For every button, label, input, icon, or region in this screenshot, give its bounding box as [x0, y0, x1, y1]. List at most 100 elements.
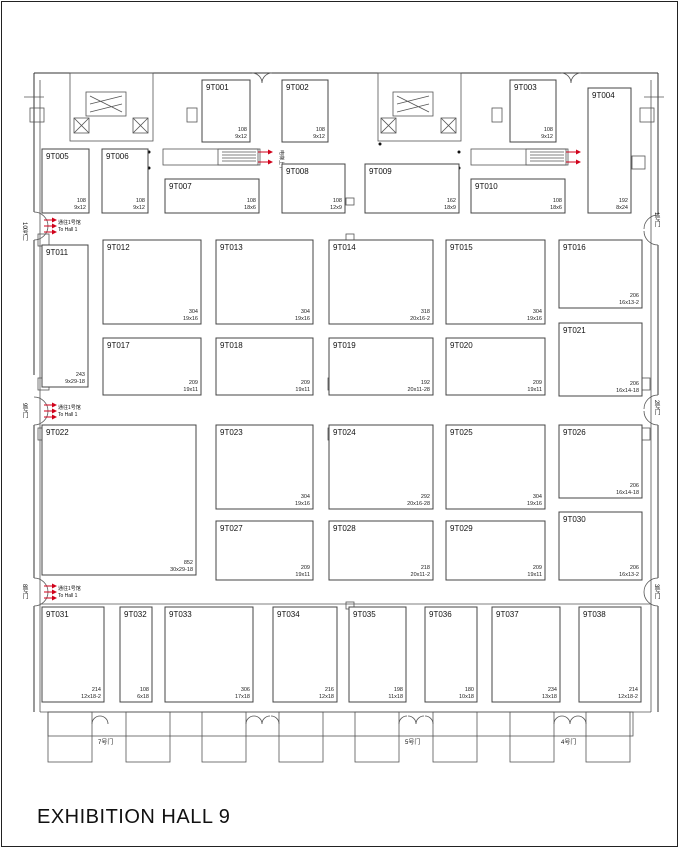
booth-outline	[41, 424, 197, 576]
booth-area: 214	[629, 687, 638, 693]
booth-dimensions: 17x18	[235, 694, 250, 700]
booth-id: 9T036	[429, 610, 452, 619]
booth-dimensions: 20x11-2	[411, 572, 430, 578]
gate-4-label: 4号门	[561, 738, 576, 746]
booth-dimensions: 12x18-2	[618, 694, 638, 700]
booth-dimensions: 19x16	[295, 316, 310, 322]
booth-area: 162	[447, 198, 456, 204]
booth-dimensions: 12x9	[330, 205, 342, 211]
booth-area: 108	[238, 127, 247, 133]
booth-outline	[491, 606, 561, 703]
escalator-label-1: 电梯上下	[278, 150, 285, 170]
booth-id: 9T019	[333, 341, 356, 350]
booth-dimensions: 11x18	[388, 694, 403, 700]
booth-dimensions: 10x18	[459, 694, 474, 700]
booth-area: 192	[619, 198, 628, 204]
booth-area: 852	[184, 560, 193, 566]
booth-outline	[101, 148, 149, 214]
booth-dimensions: 9x12	[74, 205, 86, 211]
booth-id: 9T029	[450, 524, 473, 533]
booth-area: 108	[316, 127, 325, 133]
booth-outline	[424, 606, 478, 703]
booth-id: 9T017	[107, 341, 130, 350]
gate-10-label: 10号门	[21, 222, 28, 242]
booth-outline	[328, 337, 434, 396]
to-hall-en-2: To Hall 1	[58, 412, 78, 418]
booth-outline	[328, 239, 434, 325]
gate-2-label: 2号门	[653, 400, 660, 417]
booth-dimensions: 19x11	[183, 387, 198, 393]
booth-id: 9T023	[220, 428, 243, 437]
booth-area: 304	[301, 309, 310, 315]
booth-area: 206	[630, 483, 639, 489]
booth-id: 9T014	[333, 243, 356, 252]
booth-outline	[281, 79, 329, 143]
booth-area: 108	[247, 198, 256, 204]
booth-id: 9T028	[333, 524, 356, 533]
booth-outline	[509, 79, 557, 143]
booth-area: 234	[548, 687, 557, 693]
booth-id: 9T005	[46, 152, 69, 161]
booth-id: 9T011	[46, 248, 69, 257]
booth-dimensions: 9x12	[541, 134, 553, 140]
booth-area: 108	[77, 198, 86, 204]
booth-id: 9T033	[169, 610, 192, 619]
booth-outline	[445, 520, 546, 581]
booth-outline	[164, 606, 254, 703]
booth-id: 9T034	[277, 610, 300, 619]
booth-id: 9T027	[220, 524, 243, 533]
booth-dimensions: 18x6	[244, 205, 256, 211]
booth-dimensions: 18x9	[444, 205, 456, 211]
booth-id: 9T038	[583, 610, 606, 619]
booth-area: 108	[553, 198, 562, 204]
booth-dimensions: 19x16	[527, 501, 542, 507]
booth-area: 304	[189, 309, 198, 315]
side-gates: 10号门 9号门 8号门 1号门 2号门 3号门	[21, 211, 660, 607]
booth-id: 9T009	[369, 167, 392, 176]
booth-outline	[215, 337, 314, 396]
booth-outline	[364, 163, 460, 214]
booth-outline	[215, 239, 314, 325]
